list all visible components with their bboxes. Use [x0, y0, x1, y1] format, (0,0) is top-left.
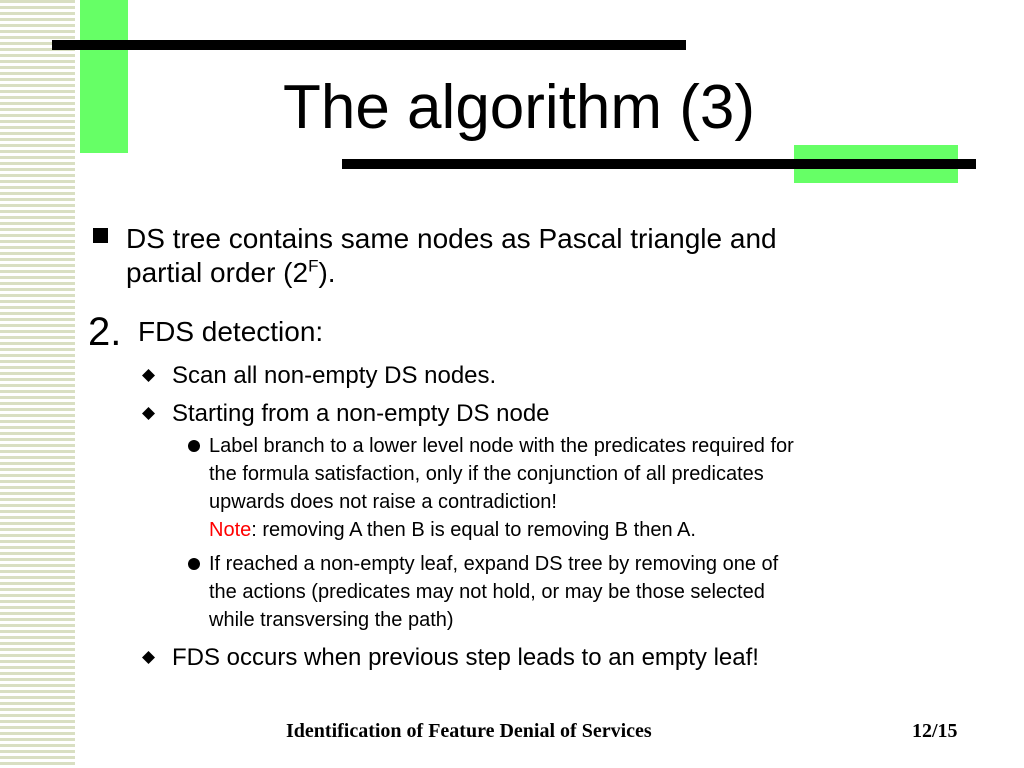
decorative-bar-bottom: [342, 159, 976, 169]
reached-leaf-line1: If reached a non-empty leaf, expand DS t…: [209, 553, 779, 575]
footer-title: Identification of Feature Denial of Serv…: [286, 720, 652, 742]
reached-leaf-line3: while transversing the path): [209, 609, 454, 631]
note-text: : removing A then B is equal to removing…: [251, 519, 696, 541]
round-bullet-icon: [188, 440, 200, 452]
fds-detection-label: FDS detection:: [138, 316, 324, 347]
sub-item-fds-occurs-text: FDS occurs when previous step leads to a…: [172, 644, 759, 671]
square-bullet-icon: [93, 228, 108, 243]
bullet-ds-tree-line2-end: ).: [318, 257, 336, 288]
slide-body: DS tree contains same nodes as Pascal tr…: [88, 222, 978, 674]
superscript-f: F: [308, 256, 319, 276]
round-bullet-icon: [188, 558, 200, 570]
sub-item-scan-text: Scan all non-empty DS nodes.: [172, 362, 497, 389]
bullet-ds-tree-line2-start: partial order (2: [126, 257, 309, 288]
sub-sub-item-reached-leaf: If reached a non-empty leaf, expand DS t…: [88, 550, 978, 634]
diamond-bullet-icon: [142, 407, 155, 420]
decorative-bar-top: [52, 40, 686, 50]
item-number: 2.: [88, 310, 122, 354]
label-branch-line2: the formula satisfaction, only if the co…: [209, 463, 764, 485]
diamond-bullet-icon: [142, 651, 155, 664]
diamond-bullet-icon: [142, 369, 155, 382]
decorative-stripes: [0, 0, 75, 768]
sub-sub-item-label-branch: Label branch to a lower level node with …: [88, 432, 978, 544]
label-branch-line3: upwards does not raise a contradiction!: [209, 491, 557, 513]
numbered-item-fds-detection: 2. FDS detection:: [88, 310, 978, 354]
bullet-ds-tree: DS tree contains same nodes as Pascal tr…: [88, 222, 978, 290]
note-word: Note: [209, 519, 252, 541]
bullet-ds-tree-line1: DS tree contains same nodes as Pascal tr…: [126, 223, 777, 254]
sub-item-starting-text: Starting from a non-empty DS node: [172, 400, 550, 427]
reached-leaf-line2: the actions (predicates may not hold, or…: [209, 581, 765, 603]
footer-page-number: 12/15: [912, 720, 958, 742]
sub-item-scan: Scan all non-empty DS nodes.: [88, 360, 978, 392]
sub-item-starting: Starting from a non-empty DS node: [88, 398, 978, 430]
label-branch-line1: Label branch to a lower level node with …: [209, 435, 794, 457]
sub-item-fds-occurs: FDS occurs when previous step leads to a…: [88, 642, 978, 674]
decorative-green-block-left: [80, 0, 128, 153]
slide-title: The algorithm (3): [283, 73, 756, 142]
